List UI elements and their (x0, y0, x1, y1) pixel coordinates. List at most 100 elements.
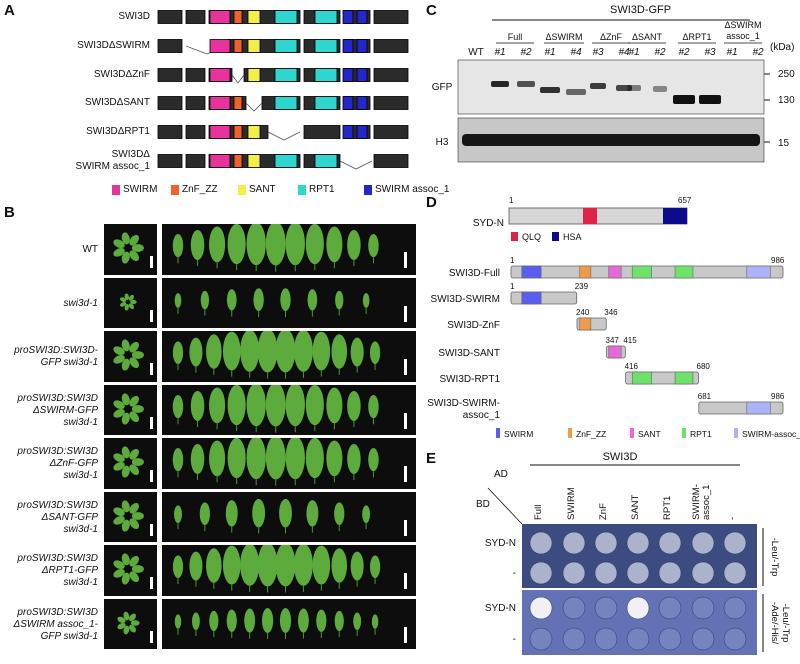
scale-bar (404, 626, 407, 643)
genotype-label: WT (82, 244, 98, 255)
exon-block (157, 125, 183, 139)
rosette-photo (104, 598, 157, 649)
lane-label: #1 (726, 47, 737, 58)
domain-swirm (521, 291, 542, 305)
domain-swirm-assoc-1 (746, 401, 771, 415)
rosette-leaf (113, 247, 125, 257)
domain-swirm (209, 68, 231, 82)
leaf (368, 448, 379, 472)
range-start: 1 (510, 256, 515, 265)
row-label: - (513, 634, 516, 645)
rosette-drawing (113, 446, 153, 482)
column-label: assoc_1 (701, 485, 712, 520)
range-end: 986 (771, 392, 785, 401)
deletion-line (339, 160, 373, 170)
exon-block (157, 154, 183, 168)
scale-bar (404, 573, 407, 589)
rosette-leaf (128, 624, 137, 632)
domain-znf-zz (579, 317, 592, 331)
leaf (172, 341, 184, 365)
dissected-leaves-photo (162, 277, 416, 328)
domain-znf-zz (233, 10, 243, 24)
range-end: 346 (604, 308, 618, 317)
rosette-leaf (121, 392, 130, 405)
domain-rpt1 (274, 96, 298, 110)
construct-label: SWI3D-Full (449, 268, 500, 279)
leaf (172, 394, 184, 418)
h3-band (462, 134, 760, 146)
leaf (226, 288, 237, 311)
leaf (334, 501, 345, 525)
yeast-spot (594, 531, 618, 555)
construct-bar (510, 291, 578, 305)
marker-15: 15 (778, 138, 790, 149)
hsa-domain (663, 208, 687, 224)
construct-label: SWI3DΔSANT (84, 97, 150, 108)
genotype-label: ΔSWIRM-GFP (32, 404, 98, 416)
leaf (368, 394, 379, 418)
rosette-leaf (129, 464, 140, 476)
rosette-leaf (113, 239, 125, 249)
lane-label: #3 (592, 47, 604, 58)
leaf (209, 226, 226, 263)
leaf (353, 611, 362, 630)
rosette-leaf (128, 302, 135, 309)
rosette-leaf (121, 519, 130, 532)
gfp-band (491, 81, 509, 87)
domain-swirm (209, 96, 231, 110)
leaf (265, 221, 286, 266)
legend-label: RPT1 (309, 184, 335, 195)
rosette-leaf (121, 465, 130, 478)
rosette-leaf (123, 611, 130, 620)
domain-znf-zz (233, 125, 243, 139)
lane-label: #4 (618, 47, 630, 58)
leaf (190, 230, 205, 260)
construct-label: SWI3D-ZnF (447, 320, 500, 331)
lane-label: #2 (520, 47, 532, 58)
rosette-leaf (123, 625, 130, 634)
legend-swatch (238, 185, 246, 195)
yeast-spot (723, 561, 747, 585)
leaf (172, 234, 184, 258)
range-end: 986 (771, 256, 785, 265)
domain-znf-zz (233, 96, 243, 110)
exon-block (185, 154, 206, 168)
rosette-leaf (131, 351, 144, 359)
genotype-label: GFP swi3d-1 (40, 630, 98, 642)
domain-sant (608, 265, 622, 279)
yeast-spot (562, 596, 586, 620)
rosette-leaf (113, 399, 125, 409)
leaf (326, 440, 343, 477)
leaf (293, 329, 313, 372)
scale-bar (404, 519, 407, 536)
leaf (371, 613, 379, 629)
leaves-drawing (172, 382, 407, 433)
e-title: SWI3D (603, 451, 638, 463)
exon-block (185, 125, 206, 139)
range-start: 240 (576, 308, 590, 317)
yeast-spot (529, 531, 553, 555)
leaf (326, 387, 343, 423)
domain-sant (247, 39, 261, 53)
leaf (227, 223, 246, 265)
domain-sant (608, 345, 622, 359)
rosette-drawing (113, 232, 153, 268)
rosette-leaf (129, 571, 140, 583)
construct-label: SWIRM assoc_1 (75, 161, 150, 172)
leaf (246, 222, 266, 266)
leaf (362, 292, 370, 308)
row-label: SYD-N (485, 538, 516, 549)
genotype-label: swi3d-1 (63, 416, 98, 428)
leaf (240, 329, 260, 372)
yeast-spot (658, 561, 682, 585)
leaf (253, 287, 264, 311)
domain-sant (247, 125, 261, 139)
leaf (261, 607, 274, 633)
dissected-leaves-photo (162, 221, 416, 275)
domain-rpt1 (314, 39, 338, 53)
genotype-label: proSWI3D:SWI3D- (14, 345, 98, 356)
rosette-leaf (128, 294, 134, 301)
dissected-leaves-photo (162, 382, 416, 435)
